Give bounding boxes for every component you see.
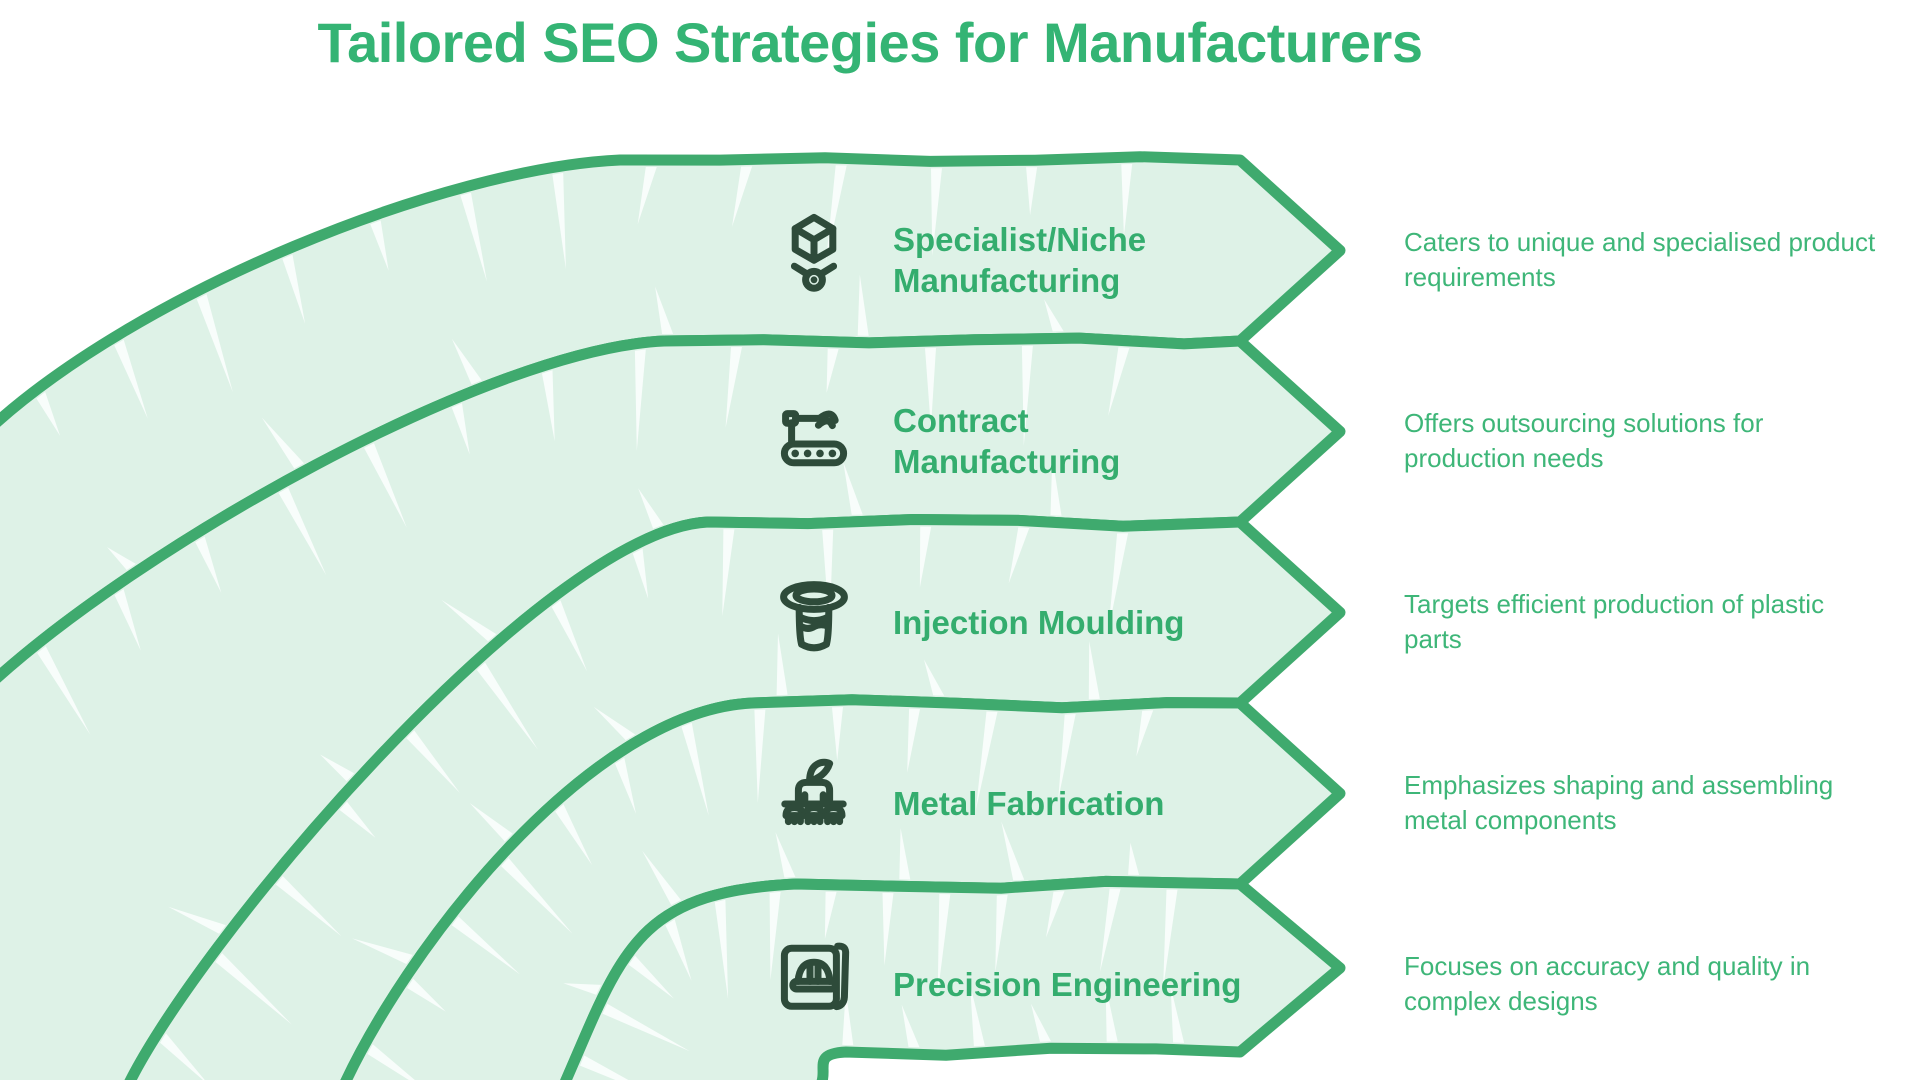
- strategy-title: Contract Manufacturing: [893, 402, 1121, 480]
- strategy-description: Caters to unique and specialised product…: [1404, 227, 1876, 292]
- injection-mould-icon: [766, 567, 862, 663]
- strategy-title: Injection Moulding: [893, 603, 1185, 641]
- strategy-title: Precision Engineering: [893, 965, 1242, 1003]
- strategy-title: Specialist/Niche Manufacturing: [893, 221, 1147, 299]
- metal-press-icon: [766, 748, 862, 844]
- blueprint-hardhat-icon: [766, 929, 862, 1025]
- hologram-cube-icon: [766, 205, 862, 301]
- strategy-description: Offers outsourcing solutions for product…: [1404, 408, 1764, 473]
- strategy-description: Focuses on accuracy and quality in compl…: [1404, 951, 1811, 1016]
- strategy-description: Emphasizes shaping and assembling metal …: [1404, 770, 1834, 835]
- strategy-description: Targets efficient production of plastic …: [1404, 589, 1825, 654]
- conveyor-robot-arm-icon: [766, 386, 862, 482]
- strategy-title: Metal Fabrication: [893, 784, 1165, 822]
- page-title: Tailored SEO Strategies for Manufacturer…: [317, 11, 1423, 74]
